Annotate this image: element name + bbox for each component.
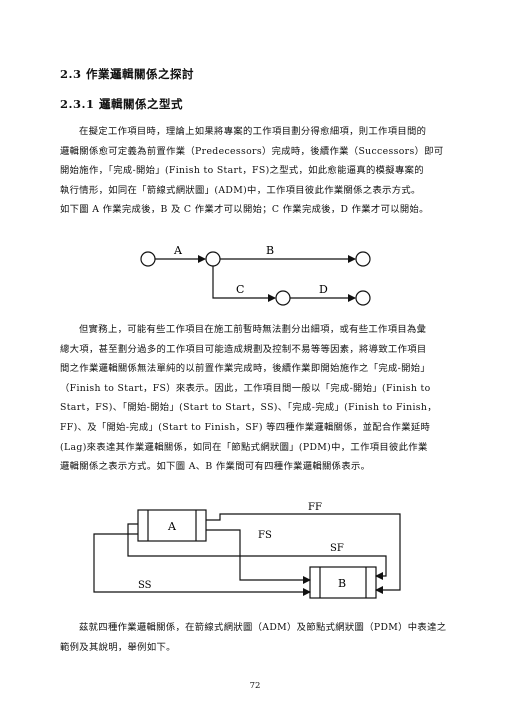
paragraph-line: 但實務上，可能有些工作項目在施工前暫時無法劃分出細項，或有些工作項目為彙 [79, 324, 427, 335]
pdm-network-diagram: A B FF FS SF SS [93, 502, 401, 599]
pdm-label-ff: FF [308, 502, 322, 513]
adm-arrow-c [212, 266, 276, 302]
paragraph-line: 開始施作，「完成-開始」(Finish to Start，FS)之型式，如此愈能… [60, 165, 424, 177]
paragraph-line: 範例及其說明，舉例如下。 [60, 641, 176, 653]
adm-node-1 [140, 251, 156, 267]
paragraph-line: 如下圖 A 作業完成後，B 及 C 作業才可以開始；C 作業完成後，D 作業才可… [60, 204, 429, 216]
paragraph-line: 執行情形，如同在「箭線式網狀圖」(ADM)中，工作項目彼此作業關係之表示方式。 [60, 184, 421, 196]
adm-label-b: B [266, 244, 274, 257]
paragraph-line: 邏輯關係愈可定義為前置作業（Predecessors）完成時，後續作業（Succ… [60, 145, 444, 157]
page-number: 72 [249, 681, 261, 691]
pdm-label-ss: SS [138, 580, 152, 591]
paragraph-line: (Lag)來表達其作業邏輯關係，如同在「節點式網狀圖」(PDM)中，工作項目彼此… [60, 441, 428, 453]
subsection-heading: 2.3.1 邏輯關係之型式 [60, 97, 184, 111]
adm-label-c: C [236, 283, 244, 296]
pdm-box-b-label: B [338, 577, 346, 590]
adm-node-3 [355, 251, 371, 267]
adm-label-a: A [173, 244, 183, 257]
paragraph-examples: 茲就四種作業邏輯關係，在箭線式網狀圖（ADM）及節點式網狀圖（PDM）中表達之 … [60, 618, 452, 657]
paragraph-line: 茲就四種作業邏輯關係，在箭線式網狀圖（ADM）及節點式網狀圖（PDM）中表達之 [79, 622, 447, 633]
pdm-link-ff [206, 513, 401, 594]
paragraph-line: FF)、及「開始-完成」(Start to Finish，SF) 等四種作業邏輯… [60, 421, 431, 433]
pdm-label-sf: SF [330, 543, 344, 554]
paragraph-relations: 但實務上，可能有些工作項目在施工前暫時無法劃分出細項，或有些工作項目為彙 總大項… [60, 320, 452, 477]
paragraph-line: 邏輯關係之表示方式。如下圖 A、B 作業間可有四種作業邏輯關係表示。 [60, 461, 371, 473]
paragraph-line: 間之作業邏輯關係無法單純的以前置作業完成時，後續作業即開始施作之「完成-開始」 [60, 363, 431, 375]
pdm-box-a-label: A [167, 520, 177, 533]
paragraph-line: 總大項，甚至劃分過多的工作項目可能造成規劃及控制不易等等因素，將導致工作項目 [60, 343, 427, 355]
paragraph-intro: 在擬定工作項目時，理論上如果將專案的工作項目劃分得愈細項，則工作項目間的 邏輯關… [60, 122, 452, 220]
pdm-box-b: B [309, 566, 377, 599]
paragraph-line: Start，FS)、「開始-開始」(Start to Start，SS)、「完成… [60, 402, 437, 414]
pdm-box-a: A [137, 509, 207, 542]
adm-node-5 [355, 290, 371, 306]
pdm-link-ss [93, 533, 311, 596]
adm-node-2 [205, 251, 221, 267]
adm-label-d: D [319, 283, 328, 296]
paragraph-line: 在擬定工作項目時，理論上如果將專案的工作項目劃分得愈細項，則工作項目間的 [79, 126, 427, 137]
pdm-link-sf [127, 523, 387, 580]
pdm-link-fs [206, 529, 311, 584]
adm-node-4 [275, 290, 291, 306]
pdm-label-fs: FS [258, 530, 272, 541]
adm-network-diagram: A B C D [140, 244, 371, 306]
paragraph-line: （Finish to Start，FS）來表示。因此，工作項目間一般以「完成-開… [60, 382, 431, 394]
section-heading: 2.3 作業邏輯關係之探討 [60, 67, 195, 81]
